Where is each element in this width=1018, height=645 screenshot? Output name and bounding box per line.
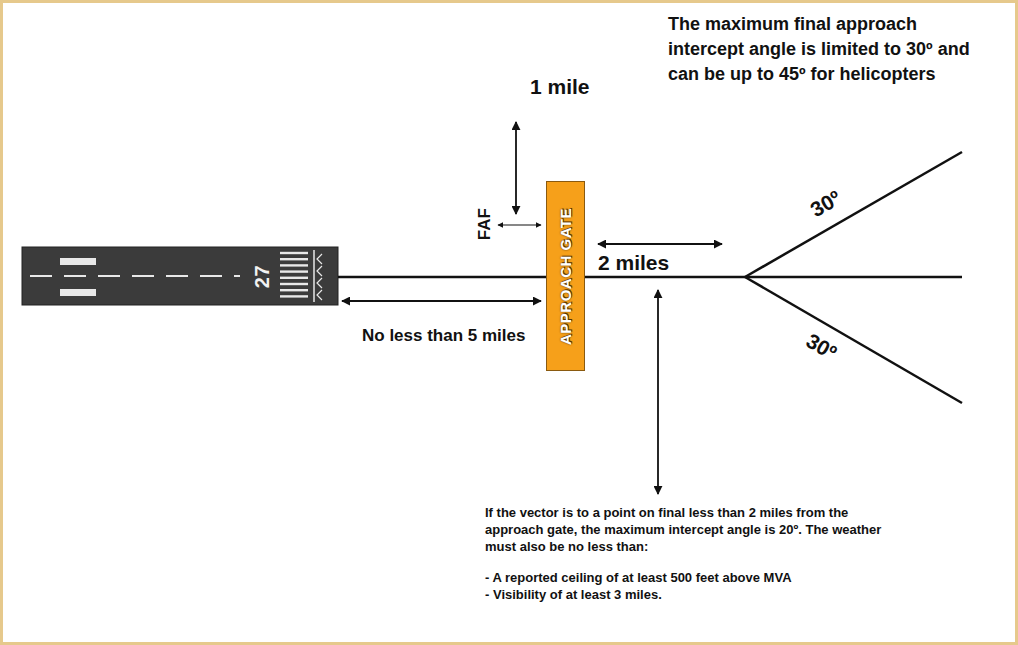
note-text: The maximum final approach intercept ang…: [668, 12, 998, 88]
gate-label: APPROACH GATE: [557, 207, 574, 344]
threshold-stripes: [280, 253, 308, 296]
final-approach-course: [338, 276, 962, 279]
runway-number: 27: [252, 264, 275, 287]
threshold-stripe: [280, 252, 308, 254]
threshold-stripe: [280, 283, 308, 285]
touchdown-marking: [60, 289, 96, 296]
dimension-arrow: [342, 300, 541, 302]
callout-arrow: [657, 290, 659, 494]
intercept-line: [745, 152, 962, 277]
note-bullet: - Visibility of at least 3 miles.: [485, 587, 905, 604]
dimension-label: 1 mile: [530, 74, 590, 99]
threshold-chevrons: [317, 254, 322, 300]
threshold-stripe: [280, 295, 308, 297]
note-text: If the vector is to a point on final les…: [485, 505, 905, 556]
note-bullet: - A reported ceiling of at least 500 fee…: [485, 570, 905, 587]
dimension-arrow: [515, 122, 517, 214]
dimension-label: No less than 5 miles: [362, 326, 525, 346]
dimension-arrow: [498, 224, 541, 225]
angle-label: 30º: [806, 185, 845, 222]
fix-label: FAF: [475, 208, 495, 240]
dimension-label: 2 miles: [598, 250, 669, 275]
threshold-stripe: [280, 270, 308, 272]
threshold-stripe: [280, 277, 308, 279]
runway-centerline: [30, 275, 240, 277]
runway-surface: [22, 247, 338, 305]
threshold-bar: [313, 250, 315, 302]
approach-gate-box: APPROACH GATE: [546, 181, 585, 371]
intercept-line: [745, 277, 962, 403]
runway: 27: [22, 247, 338, 305]
threshold-stripe: [280, 289, 308, 291]
dimension-arrow: [598, 243, 722, 245]
threshold-stripe: [280, 258, 308, 260]
threshold-stripe: [280, 264, 308, 266]
angle-label: 30º: [802, 328, 841, 365]
touchdown-marking: [60, 258, 96, 265]
